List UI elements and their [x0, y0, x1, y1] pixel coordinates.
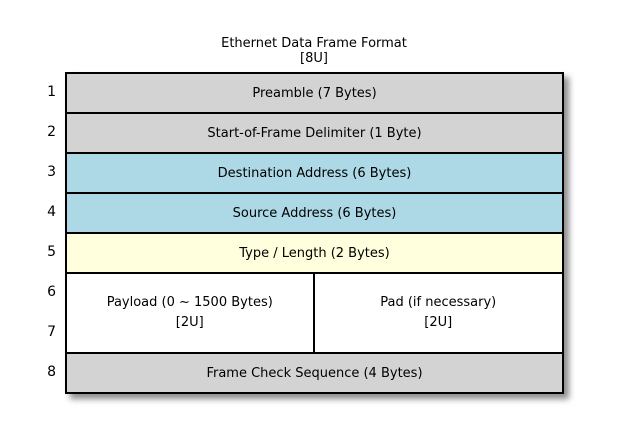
cell-pad: Pad (if necessary) [2U]: [315, 274, 563, 352]
row-number-column: 1 2 3 4 5 6 7 8: [0, 72, 56, 392]
row-number-8: 8: [47, 364, 56, 380]
row-preamble: Preamble (7 Bytes): [67, 74, 562, 114]
row-number-5: 5: [47, 244, 56, 260]
row-number-3: 3: [47, 164, 56, 180]
row-payload-pad: Payload (0 ~ 1500 Bytes) [2U] Pad (if ne…: [67, 274, 562, 354]
frame-table: Preamble (7 Bytes) Start-of-Frame Delimi…: [65, 72, 564, 394]
row-frame-check-sequence: Frame Check Sequence (4 Bytes): [67, 354, 562, 392]
row-number-1: 1: [47, 84, 56, 100]
diagram-title-block: Ethernet Data Frame Format [8U]: [0, 36, 628, 66]
cell-pad-sub: [2U]: [424, 315, 453, 330]
diagram-title: Ethernet Data Frame Format: [221, 36, 407, 51]
row-type-length: Type / Length (2 Bytes): [67, 234, 562, 274]
row-fcs-label: Frame Check Sequence (4 Bytes): [206, 365, 423, 381]
diagram-subtitle: [8U]: [300, 51, 328, 66]
row-start-of-frame-delimiter: Start-of-Frame Delimiter (1 Byte): [67, 114, 562, 154]
row-source-address: Source Address (6 Bytes): [67, 194, 562, 234]
row-number-2: 2: [47, 124, 56, 140]
row-number-7: 7: [47, 324, 56, 340]
cell-pad-label: Pad (if necessary): [380, 295, 497, 310]
row-preamble-label: Preamble (7 Bytes): [252, 85, 377, 101]
row-number-4: 4: [47, 204, 56, 220]
row-sfd-label: Start-of-Frame Delimiter (1 Byte): [207, 125, 422, 141]
cell-payload-sub: [2U]: [175, 315, 204, 330]
row-type-length-label: Type / Length (2 Bytes): [239, 245, 390, 261]
row-destination-address: Destination Address (6 Bytes): [67, 154, 562, 194]
cell-payload-label: Payload (0 ~ 1500 Bytes): [106, 295, 273, 310]
row-source-address-label: Source Address (6 Bytes): [232, 205, 397, 221]
row-destination-address-label: Destination Address (6 Bytes): [217, 165, 412, 181]
cell-payload: Payload (0 ~ 1500 Bytes) [2U]: [67, 274, 315, 352]
row-number-6: 6: [47, 284, 56, 300]
